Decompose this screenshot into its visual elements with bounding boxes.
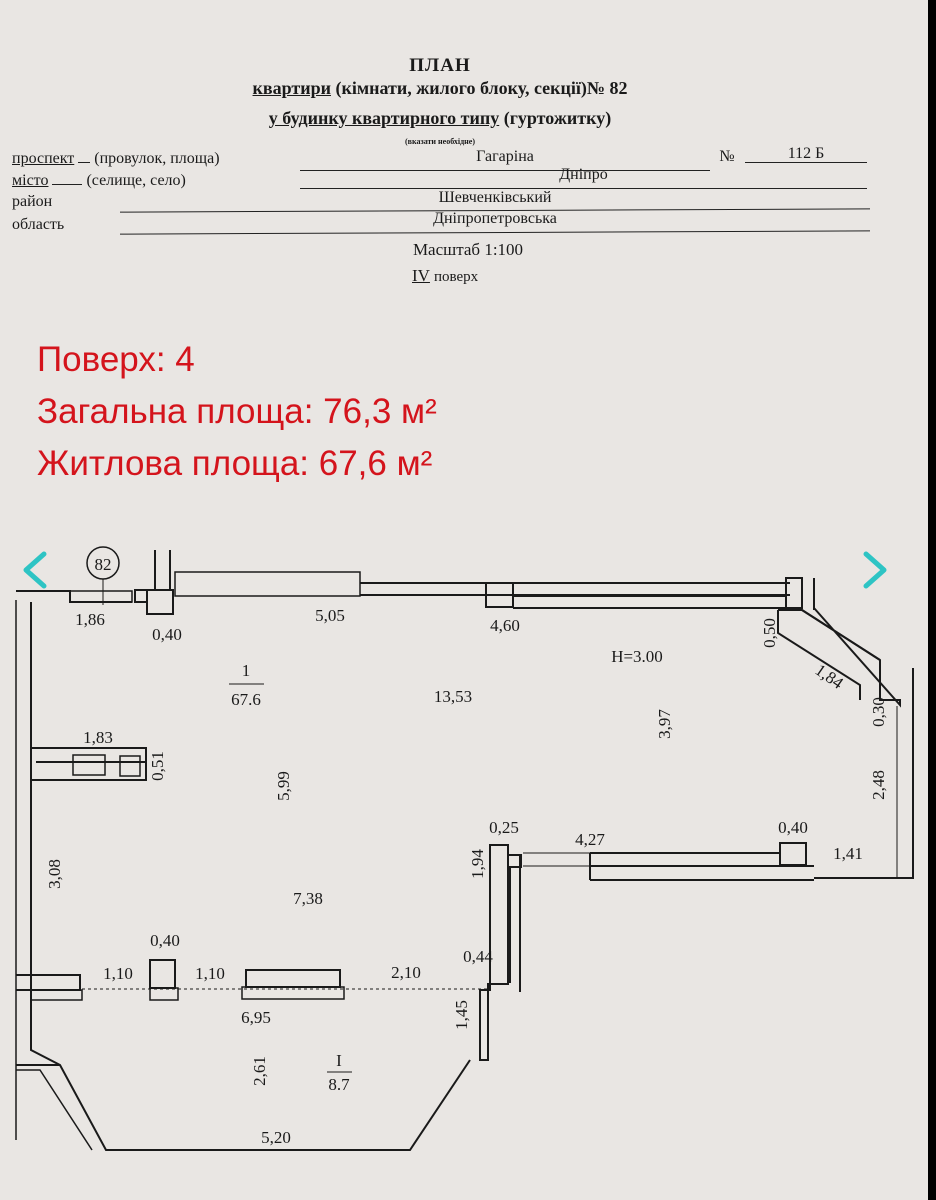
region-value: Дніпропетровська (433, 210, 557, 227)
chevron-left-icon (23, 551, 47, 589)
svg-text:2,61: 2,61 (250, 1056, 269, 1086)
svg-text:1,10: 1,10 (195, 964, 225, 983)
ceiling-height: H=3.00 (611, 647, 663, 666)
svg-text:7,38: 7,38 (293, 889, 323, 908)
apartment-number: 82 (95, 555, 112, 574)
number-label: № (719, 148, 735, 165)
svg-text:2,48: 2,48 (869, 770, 888, 800)
svg-text:3,08: 3,08 (45, 859, 64, 889)
plan-note: (вказати необхідне) (405, 137, 475, 146)
svg-text:0,40: 0,40 (150, 931, 180, 950)
svg-text:0,44: 0,44 (463, 947, 493, 966)
svg-text:4,27: 4,27 (575, 830, 605, 849)
summary-total-area: Загальна площа: 76,3 м² (37, 392, 437, 431)
svg-text:13,53: 13,53 (434, 687, 472, 706)
svg-text:4,60: 4,60 (490, 616, 520, 635)
svg-text:0,40: 0,40 (778, 818, 808, 837)
city-value: Дніпро (559, 166, 608, 183)
svg-text:2,10: 2,10 (391, 963, 421, 982)
plan-title: ПЛАН (409, 55, 471, 76)
svg-text:0,30: 0,30 (869, 697, 888, 727)
region-label: область (12, 216, 65, 233)
room-1-number: 1 (242, 661, 251, 680)
number-value: 112 Б (787, 145, 825, 162)
svg-text:5,05: 5,05 (315, 606, 345, 625)
svg-text:5,20: 5,20 (261, 1128, 291, 1147)
summary-living-area: Житлова площа: 67,6 м² (37, 444, 433, 483)
svg-text:1,83: 1,83 (83, 728, 113, 747)
svg-text:1,94: 1,94 (468, 849, 487, 879)
plan-subtitle-building: у будинку квартирного типу (гуртожитку) (268, 108, 612, 128)
chevron-right-icon (863, 551, 887, 589)
plan-subtitle-apartment: квартири (кімнати, жилого блоку, секції)… (252, 78, 628, 98)
room-I-number: I (336, 1051, 342, 1070)
floor-plan: 82 1,86 0,40 5,05 4,60 H=3.00 1 67.6 13,… (15, 546, 914, 1151)
svg-text:1,10: 1,10 (103, 964, 133, 983)
svg-text:1,45: 1,45 (452, 1000, 471, 1030)
street-value: Гагаріна (476, 148, 534, 165)
room-I-area: 8.7 (328, 1075, 350, 1094)
svg-text:0,40: 0,40 (152, 625, 182, 644)
svg-text:0,25: 0,25 (489, 818, 519, 837)
street-line (300, 170, 710, 171)
svg-text:1,84: 1,84 (812, 660, 848, 693)
svg-text:6,95: 6,95 (241, 1008, 271, 1027)
svg-text:5,99: 5,99 (274, 771, 293, 801)
next-image-button[interactable] (858, 550, 892, 590)
summary-floor: Поверх: 4 (37, 340, 195, 379)
svg-text:1,86: 1,86 (75, 610, 105, 629)
district-label: район (12, 193, 53, 210)
svg-text:3,97: 3,97 (655, 709, 674, 739)
scale-label: Масштаб 1:100 (412, 240, 524, 259)
svg-text:0,51: 0,51 (148, 751, 167, 781)
city-line (300, 188, 867, 189)
svg-text:0,50: 0,50 (760, 618, 779, 648)
district-value: Шевченківський (438, 189, 552, 206)
street-label-row: проспект (провулок, площа) (12, 150, 220, 167)
svg-text:1,41: 1,41 (833, 844, 863, 863)
region-line (120, 230, 870, 235)
city-label-row: місто (селище, село) (12, 172, 186, 189)
room-1-area: 67.6 (231, 690, 261, 709)
previous-image-button[interactable] (18, 550, 52, 590)
number-line (745, 162, 867, 163)
